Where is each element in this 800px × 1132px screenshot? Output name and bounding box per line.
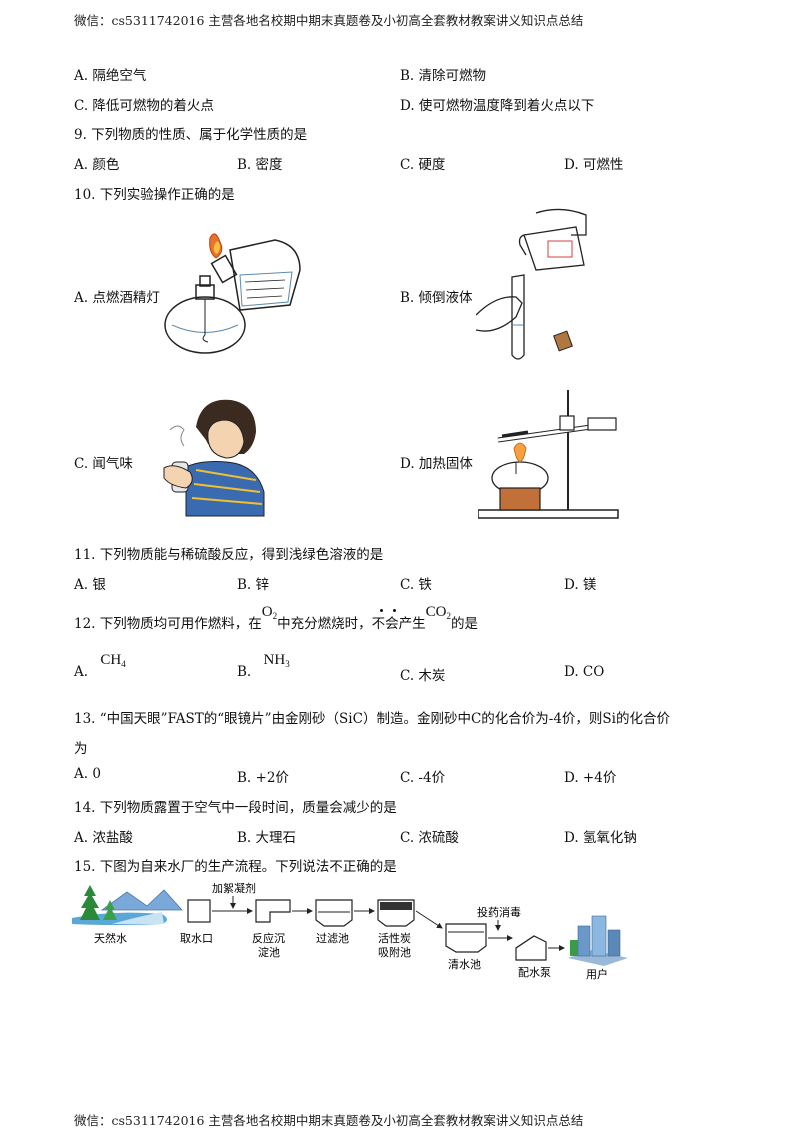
q8-option-d[interactable]: D. 使可燃物温度降到着火点以下 xyxy=(400,98,595,114)
q13-stem-line2: 为 xyxy=(74,741,88,757)
natural-water-icon xyxy=(72,885,183,925)
q12-co2: CO2 xyxy=(425,604,451,621)
q12-nh3: NH3 xyxy=(263,652,290,669)
q13-option-a[interactable]: A. 0 xyxy=(74,766,101,782)
pump-label: 配水泵 xyxy=(518,966,551,979)
page-header: 微信：cs5311742016 主营各地名校期中期末真题卷及小初高全套教材教案讲… xyxy=(74,13,584,28)
q13-option-d[interactable]: D. +4价 xyxy=(564,770,617,786)
coagulant-label: 加絮凝剂 xyxy=(212,881,256,895)
intake-box xyxy=(187,899,211,923)
q12-stem-pre: 12. 下列物质均可用作燃料，在 xyxy=(74,616,262,632)
q9-option-b[interactable]: B. 密度 xyxy=(237,157,283,173)
q10-option-c[interactable]: C. 闻气味 xyxy=(74,456,133,472)
q12-o2: O2 xyxy=(261,604,278,621)
q8-option-c[interactable]: C. 降低可燃物的着火点 xyxy=(74,98,214,114)
emphasis-dot xyxy=(393,609,396,612)
reaction-label-2: 淀池 xyxy=(258,945,280,959)
q9-stem: 9. 下列物质的性质、属于化学性质的是 xyxy=(74,127,308,143)
reaction-label-1: 反应沉 xyxy=(252,931,285,945)
pouring-liquid-figure xyxy=(476,208,587,360)
q12-stem: 12. 下列物质均可用作燃料，在O2中充分燃烧时，不会产生CO2的是 xyxy=(74,604,478,633)
emphasis-dot xyxy=(380,609,383,612)
natural-water-label: 天然水 xyxy=(94,931,127,945)
clear-water-label: 清水池 xyxy=(448,958,481,971)
pump-box xyxy=(515,935,547,961)
q14-option-b[interactable]: B. 大理石 xyxy=(237,830,297,846)
user-label: 用户 xyxy=(586,967,608,981)
alcohol-lamp-lighting-figure xyxy=(164,233,301,354)
q14-option-c[interactable]: C. 浓硫酸 xyxy=(400,830,459,846)
q8-option-b[interactable]: B. 清除可燃物 xyxy=(400,68,487,84)
heating-solid-figure xyxy=(478,390,619,519)
q11-option-d[interactable]: D. 镁 xyxy=(564,577,597,593)
reaction-tank xyxy=(255,899,291,923)
q12-stem-mid: 中充分燃烧时，不会产生 xyxy=(277,616,426,632)
q12-ch4: CH4 xyxy=(100,652,126,669)
carbon-label-2: 吸附池 xyxy=(378,945,411,959)
q11-option-a[interactable]: A. 银 xyxy=(74,577,106,593)
q13-option-b[interactable]: B. +2价 xyxy=(237,770,289,786)
q15-stem: 15. 下图为自来水厂的生产流程。下列说法不正确的是 xyxy=(74,859,397,875)
q10-stem: 10. 下列实验操作正确的是 xyxy=(74,187,235,203)
user-buildings-icon xyxy=(568,915,628,966)
q10-option-b[interactable]: B. 倾倒液体 xyxy=(400,290,473,306)
q8-option-a[interactable]: A. 隔绝空气 xyxy=(74,68,147,84)
water-plant-flow-diagram: 天然水 取水口 加絮凝剂 反应沉 淀池 过滤池 活性炭 吸附池 投药消毒 清水池… xyxy=(72,881,628,981)
filter-tank xyxy=(315,899,353,927)
carbon-label-1: 活性炭 xyxy=(378,931,411,945)
q9-option-a[interactable]: A. 颜色 xyxy=(74,157,120,173)
carbon-tank xyxy=(377,899,415,927)
q14-option-d[interactable]: D. 氢氧化钠 xyxy=(564,830,637,846)
q10-option-d[interactable]: D. 加热固体 xyxy=(400,456,473,472)
smelling-gas-figure xyxy=(163,399,265,517)
q12-option-c[interactable]: C. 木炭 xyxy=(400,668,446,684)
intake-label: 取水口 xyxy=(180,932,213,945)
q11-option-b[interactable]: B. 锌 xyxy=(237,577,270,593)
q13-stem-line1: 13. “中国天眼”FAST的“眼镜片”由金刚砂（SiC）制造。金刚砂中C的化合… xyxy=(74,711,671,727)
q12-option-d[interactable]: D. CO xyxy=(564,664,605,680)
q14-stem: 14. 下列物质露置于空气中一段时间，质量会减少的是 xyxy=(74,800,397,816)
q13-option-c[interactable]: C. -4价 xyxy=(400,770,446,786)
clear-water-tank xyxy=(445,923,487,953)
q12-stem-post: 的是 xyxy=(450,616,478,632)
q12-option-a[interactable]: A. CH4 xyxy=(74,652,126,680)
q14-option-a[interactable]: A. 浓盐酸 xyxy=(74,830,133,846)
q10-option-a[interactable]: A. 点燃酒精灯 xyxy=(74,290,160,306)
page-footer: 微信：cs5311742016 主营各地名校期中期末真题卷及小初高全套教材教案讲… xyxy=(74,1113,584,1128)
q9-option-c[interactable]: C. 硬度 xyxy=(400,157,446,173)
q9-option-d[interactable]: D. 可燃性 xyxy=(564,157,624,173)
q11-stem: 11. 下列物质能与稀硫酸反应，得到浅绿色溶液的是 xyxy=(74,547,384,563)
filter-label: 过滤池 xyxy=(316,932,349,945)
q12-option-b[interactable]: B. NH3 xyxy=(237,652,290,680)
q11-option-c[interactable]: C. 铁 xyxy=(400,577,432,593)
disinfect-label: 投药消毒 xyxy=(477,905,521,919)
